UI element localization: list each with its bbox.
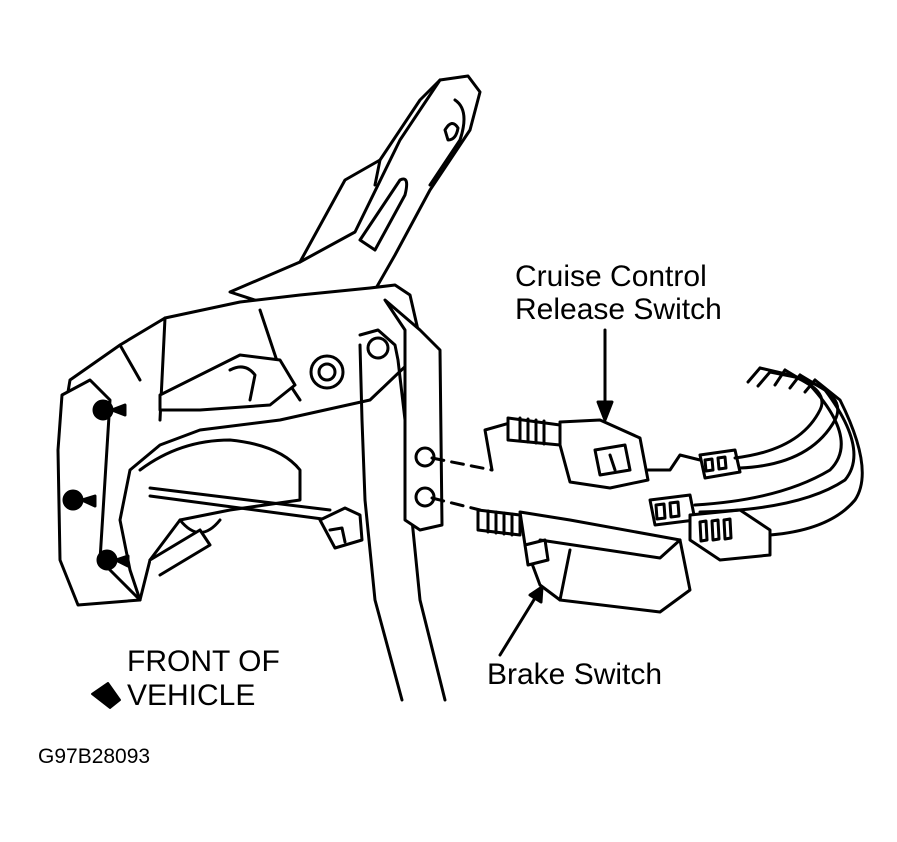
pedal-pivot-housing <box>138 438 302 602</box>
cruise-label-line2: Release Switch <box>515 293 722 326</box>
front-label-line2: VEHICLE <box>127 679 256 712</box>
wiring-harness <box>693 366 864 537</box>
cruise-release-switch <box>506 416 650 490</box>
front-direction-arrow-icon <box>91 682 121 709</box>
cruise-callout-arrow <box>596 328 614 422</box>
brake-pedal-arm <box>318 328 447 702</box>
brake-light-switch <box>476 508 692 614</box>
figure-code: G97B28093 <box>38 745 151 768</box>
pedal-support-plate <box>58 283 420 602</box>
firewall-mounting-plate <box>56 378 142 607</box>
install-guide-lines <box>430 456 494 512</box>
front-of-vehicle-label: FRONT OF VEHICLE <box>127 645 280 713</box>
push-rod <box>148 486 332 522</box>
brake-callout-arrow <box>498 585 544 657</box>
front-label-line1: FRONT OF <box>127 645 280 678</box>
brake-switch-label: Brake Switch <box>487 658 663 691</box>
upper-mounting-bracket <box>228 74 482 307</box>
cruise-label-line1: Cruise Control <box>515 260 707 293</box>
switch-mounting-bracket <box>383 298 444 532</box>
cruise-control-release-switch-label: Cruise Control Release Switch <box>515 260 722 326</box>
